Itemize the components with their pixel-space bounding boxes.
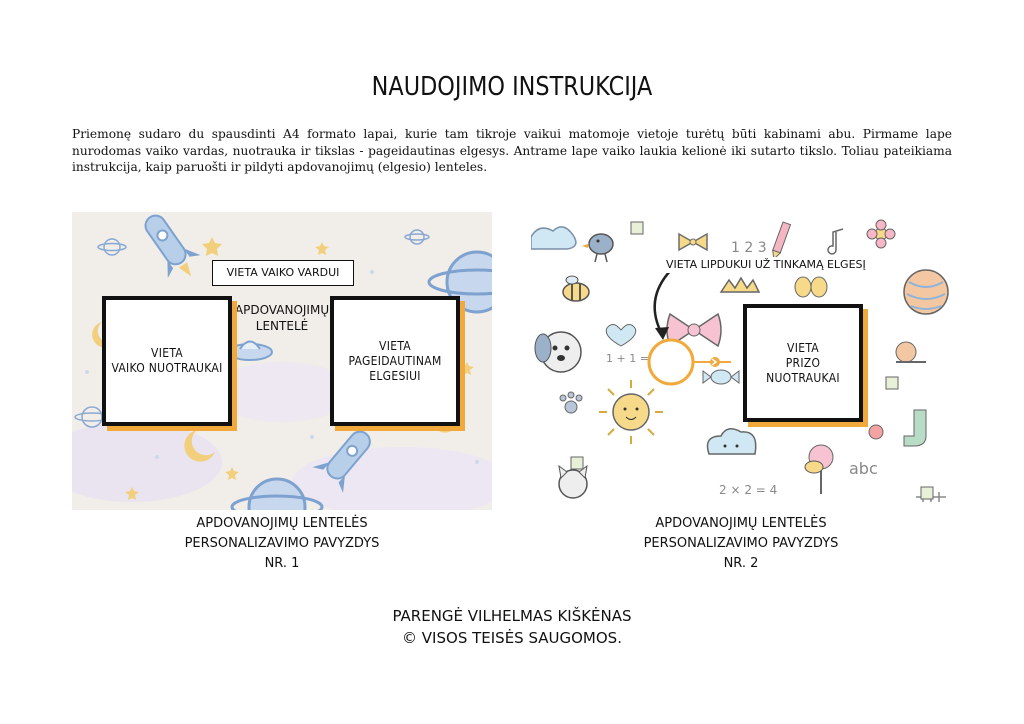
example-1-caption: APDOVANOJIMŲ LENTELĖS PERSONALIZAVIMO PA…: [72, 514, 492, 574]
block-icon: [920, 486, 934, 500]
cat-icon: [558, 464, 588, 499]
ufo-icon: [227, 340, 273, 361]
desired-behavior-box-line2: PAGEIDAUTINAM: [348, 353, 442, 368]
music-note-icon: [827, 228, 844, 255]
example-1-caption-line1: APDOVANOJIMŲ LENTELĖS: [196, 516, 368, 531]
doodle-letters: abc: [849, 459, 878, 478]
example-2-image: 1 2 3: [531, 212, 951, 510]
snail-icon: [895, 341, 926, 363]
award-table-label-line2: LENTELĖ: [255, 319, 309, 333]
prize-photo-box: VIETA PRIZO NUOTRAUKAI: [743, 304, 863, 422]
copyright-notice: © VISOS TEISĖS SAUGOMOS.: [402, 629, 622, 647]
award-table-label-line1: APDOVANOJIMŲ: [234, 303, 330, 317]
block-icon: [630, 221, 644, 235]
planet-icon: [230, 477, 324, 510]
example-1-image: VIETA VAIKO VARDUI APDOVANOJIMŲ LENTELĖ …: [72, 212, 492, 510]
yarn-ball-icon: [903, 269, 949, 315]
prize-photo-box-line2: PRIZO: [785, 355, 821, 370]
bee-icon: [804, 460, 824, 474]
dog-icon: [534, 331, 582, 373]
rocket-icon: [144, 214, 201, 279]
example-2-caption-line1: APDOVANOJIMŲ LENTELĖS: [655, 516, 827, 531]
sun-icon: [599, 380, 663, 444]
author-credit: PARENGĖ VILHELMAS KIŠKĖNAS © VISOS TEISĖ…: [0, 605, 1024, 649]
heart-icon: [605, 324, 637, 347]
example-2-caption-line2: PERSONALIZAVIMO PAVYZDYS: [643, 536, 839, 551]
apple-icon: [868, 424, 884, 440]
child-name-placeholder: VIETA VAIKO VARDUI: [212, 260, 354, 286]
page-title: NAUDOJIMO INSTRUKCIJA: [371, 72, 653, 102]
desired-behavior-box-line3: ELGESIUI: [369, 368, 421, 383]
intro-paragraph: Priemonę sudaro du spausdinti A4 formato…: [72, 127, 952, 174]
child-photo-box-line1: VIETA: [151, 346, 183, 360]
block-icon: [885, 376, 899, 390]
prize-photo-box-line3: NUOTRAUKAI: [766, 370, 840, 385]
example-2-caption-line3: NR. 2: [723, 556, 759, 571]
author-credit-line1: PARENGĖ VILHELMAS KIŠKĖNAS: [392, 607, 632, 625]
doodle-numbers: 1 2 3: [731, 240, 767, 256]
prize-photo-box-line1: VIETA: [787, 340, 819, 355]
bird-icon: [582, 233, 614, 263]
block-icon: [570, 456, 584, 470]
sticker-spot-label: VIETA LIPDUKUI UŽ TINKAMĄ ELGESĮ: [666, 257, 886, 273]
paw-icon: [559, 391, 583, 414]
doodle-equation: 1 + 1 = 2: [606, 352, 659, 365]
rain-cloud-icon: [706, 428, 757, 455]
crown-icon: [719, 276, 761, 293]
desired-behavior-box-line1: VIETA: [379, 338, 411, 353]
bee-icon: [562, 275, 590, 302]
example-2-caption: APDOVANOJIMŲ LENTELĖS PERSONALIZAVIMO PA…: [531, 514, 951, 574]
pink-bow-icon: [666, 312, 722, 348]
doodle-multiplication: 2 × 2 = 4: [719, 483, 777, 497]
flower-icon: [866, 219, 896, 249]
example-1-caption-line2: PERSONALIZAVIMO PAVYZDYS: [184, 536, 380, 551]
sock-icon: [903, 409, 927, 447]
planet-icon: [97, 238, 127, 256]
moon-icon: [432, 407, 457, 433]
candy-icon: [702, 369, 740, 385]
moon-icon: [184, 430, 215, 462]
child-photo-box-line2: VAIKO NUOTRAUKAI: [111, 361, 223, 375]
doodle-pattern-background: 1 2 3: [531, 219, 949, 502]
pencil-icon: [772, 221, 792, 261]
sticker-placeholder: [647, 338, 731, 386]
example-1-caption-line3: NR. 1: [264, 556, 300, 571]
planet-icon: [404, 229, 430, 245]
rocket-icon: [312, 430, 371, 493]
bow-icon: [678, 232, 708, 252]
cloud-icon: [531, 226, 577, 250]
moon-icon: [92, 322, 117, 348]
award-table-label: APDOVANOJIMŲ LENTELĖ: [227, 302, 337, 334]
child-photo-box: VIETA VAIKO NUOTRAUKAI: [102, 296, 232, 426]
butterfly-icon: [794, 276, 828, 298]
desired-behavior-box: VIETA PAGEIDAUTINAM ELGESIUI: [330, 296, 460, 426]
